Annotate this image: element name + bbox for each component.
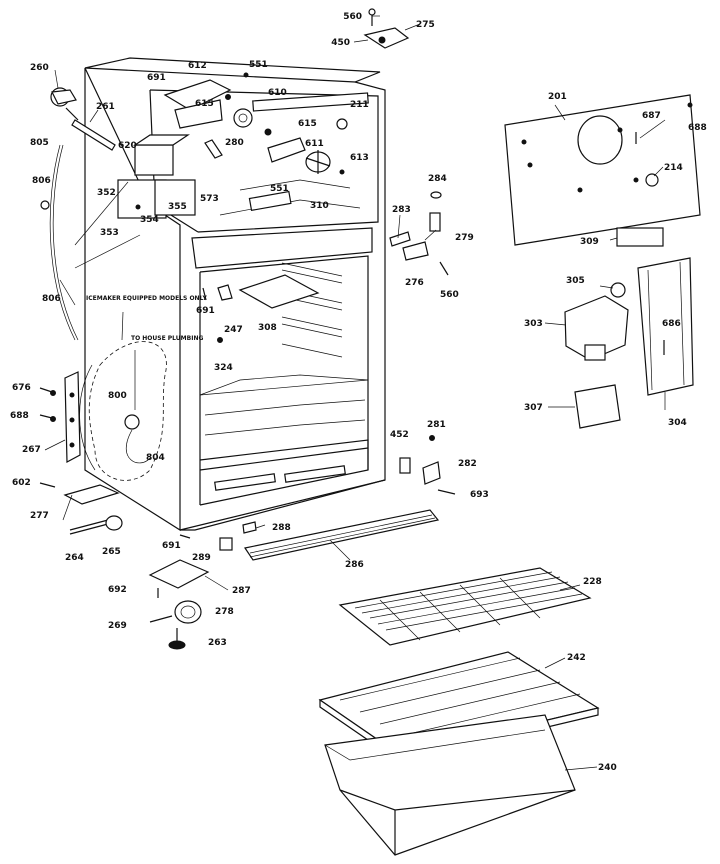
label-615-upper: 615 xyxy=(195,99,214,109)
label-289: 289 xyxy=(192,553,211,563)
label-307: 307 xyxy=(524,403,543,413)
freezer-top-parts xyxy=(50,8,410,219)
label-804: 804 xyxy=(146,453,165,463)
cabinet xyxy=(84,57,386,532)
label-263: 263 xyxy=(208,638,227,648)
label-450: 450 xyxy=(331,38,350,48)
label-800: 800 xyxy=(108,391,127,401)
label-276: 276 xyxy=(405,278,424,288)
label-691-top: 691 xyxy=(147,73,166,83)
label-611: 611 xyxy=(305,139,324,149)
label-308: 308 xyxy=(258,323,277,333)
label-287: 287 xyxy=(232,586,251,596)
right-panel-parts xyxy=(504,94,701,429)
label-280: 280 xyxy=(225,138,244,148)
label-267: 267 xyxy=(22,445,41,455)
plumbing-note: TO HOUSE PLUMBING xyxy=(131,335,203,342)
label-240: 240 xyxy=(598,763,617,773)
label-353: 353 xyxy=(100,228,119,238)
label-304: 304 xyxy=(668,418,687,428)
label-269: 269 xyxy=(108,621,127,631)
label-687: 687 xyxy=(642,111,661,121)
label-211: 211 xyxy=(350,100,369,110)
icemaker-note: ICEMAKER EQUIPPED MODELS ONLY xyxy=(86,295,207,302)
label-286: 286 xyxy=(345,560,364,570)
water-line xyxy=(40,144,167,481)
label-281: 281 xyxy=(427,420,446,430)
label-284: 284 xyxy=(428,174,447,184)
label-560: 560 xyxy=(343,12,362,22)
leader-lines xyxy=(44,15,666,771)
label-278: 278 xyxy=(215,607,234,617)
label-275: 275 xyxy=(416,20,435,30)
label-277: 277 xyxy=(30,511,49,521)
label-686: 686 xyxy=(662,319,681,329)
notes: ICEMAKER EQUIPPED MODELS ONLY TO HOUSE P… xyxy=(86,295,207,342)
label-279: 279 xyxy=(455,233,474,243)
label-355: 355 xyxy=(168,202,187,212)
label-305: 305 xyxy=(566,276,585,286)
label-282: 282 xyxy=(458,459,477,469)
part-labels: 560 275 450 260 261 612 691 551 610 615 … xyxy=(10,12,707,773)
label-805: 805 xyxy=(30,138,49,148)
label-264: 264 xyxy=(65,553,84,563)
label-688-left: 688 xyxy=(10,411,29,421)
fresh-food-parts xyxy=(202,274,320,343)
label-551-mid: 551 xyxy=(270,184,289,194)
label-261: 261 xyxy=(96,102,115,112)
bottom-left-parts xyxy=(39,371,440,650)
label-310: 310 xyxy=(310,201,329,211)
label-691-bottom: 691 xyxy=(162,541,181,551)
label-201: 201 xyxy=(548,92,567,102)
label-573: 573 xyxy=(200,194,219,204)
label-806-lower: 806 xyxy=(42,294,61,304)
label-214: 214 xyxy=(664,163,683,173)
label-288: 288 xyxy=(272,523,291,533)
label-352: 352 xyxy=(97,188,116,198)
label-354: 354 xyxy=(140,215,159,225)
label-247: 247 xyxy=(224,325,243,335)
label-612: 612 xyxy=(188,61,207,71)
label-242: 242 xyxy=(567,653,586,663)
label-283: 283 xyxy=(392,205,411,215)
label-613: 613 xyxy=(350,153,369,163)
label-551-top: 551 xyxy=(249,60,268,70)
label-602: 602 xyxy=(12,478,31,488)
label-615-right: 615 xyxy=(298,119,317,129)
label-693: 693 xyxy=(470,490,489,500)
label-260: 260 xyxy=(30,63,49,73)
shelves-drawers xyxy=(318,567,600,856)
label-309: 309 xyxy=(580,237,599,247)
label-692: 692 xyxy=(108,585,127,595)
label-691-mid: 691 xyxy=(196,306,215,316)
label-324: 324 xyxy=(214,363,233,373)
label-228: 228 xyxy=(583,577,602,587)
label-676: 676 xyxy=(12,383,31,393)
label-610: 610 xyxy=(268,88,287,98)
label-688-top: 688 xyxy=(688,123,707,133)
right-middle-parts xyxy=(389,191,456,495)
label-265: 265 xyxy=(102,547,121,557)
label-303: 303 xyxy=(524,319,543,329)
label-452: 452 xyxy=(390,430,409,440)
label-620: 620 xyxy=(118,141,137,151)
label-560-right: 560 xyxy=(440,290,459,300)
label-806-upper: 806 xyxy=(32,176,51,186)
